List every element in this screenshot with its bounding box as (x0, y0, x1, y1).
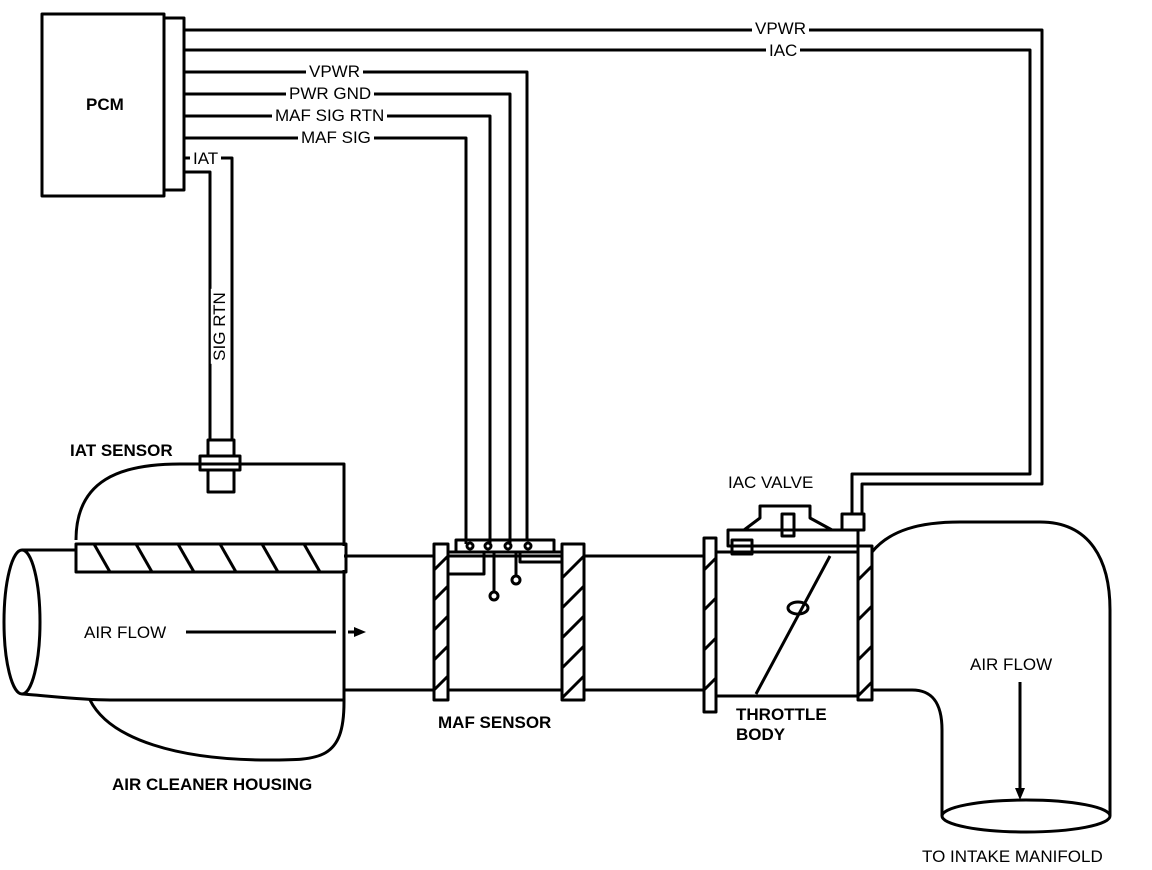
iac-connector (840, 512, 866, 532)
maf-flange-right (560, 542, 586, 702)
wire-maf-sig-rtn (184, 114, 492, 544)
throttle-plate (754, 555, 832, 695)
wire-sig-rtn (184, 170, 212, 440)
pcm-connector (162, 16, 186, 192)
tb-flange-right (856, 544, 874, 702)
iat-sensor-body (206, 438, 236, 458)
wire-iac (184, 48, 1032, 514)
housing-band (74, 542, 348, 574)
inlet-opening (2, 548, 42, 696)
iat-sensor-thread (206, 468, 236, 494)
intake-elbow (870, 520, 1112, 816)
wire-vpwr-maf (184, 70, 529, 540)
wire-maf-sig (184, 136, 468, 544)
tb-flange-left (702, 536, 718, 714)
air-flow-arrow-down (1015, 788, 1025, 800)
air-cleaner-housing (74, 462, 346, 762)
maf-flange-left (432, 542, 450, 702)
maf-connector (454, 538, 556, 554)
pcm-box (40, 12, 166, 198)
wire-vpwr-top (184, 28, 1044, 514)
air-flow-arrow-left (354, 627, 366, 637)
wire-iat (184, 156, 234, 440)
manifold-opening (940, 798, 1112, 834)
